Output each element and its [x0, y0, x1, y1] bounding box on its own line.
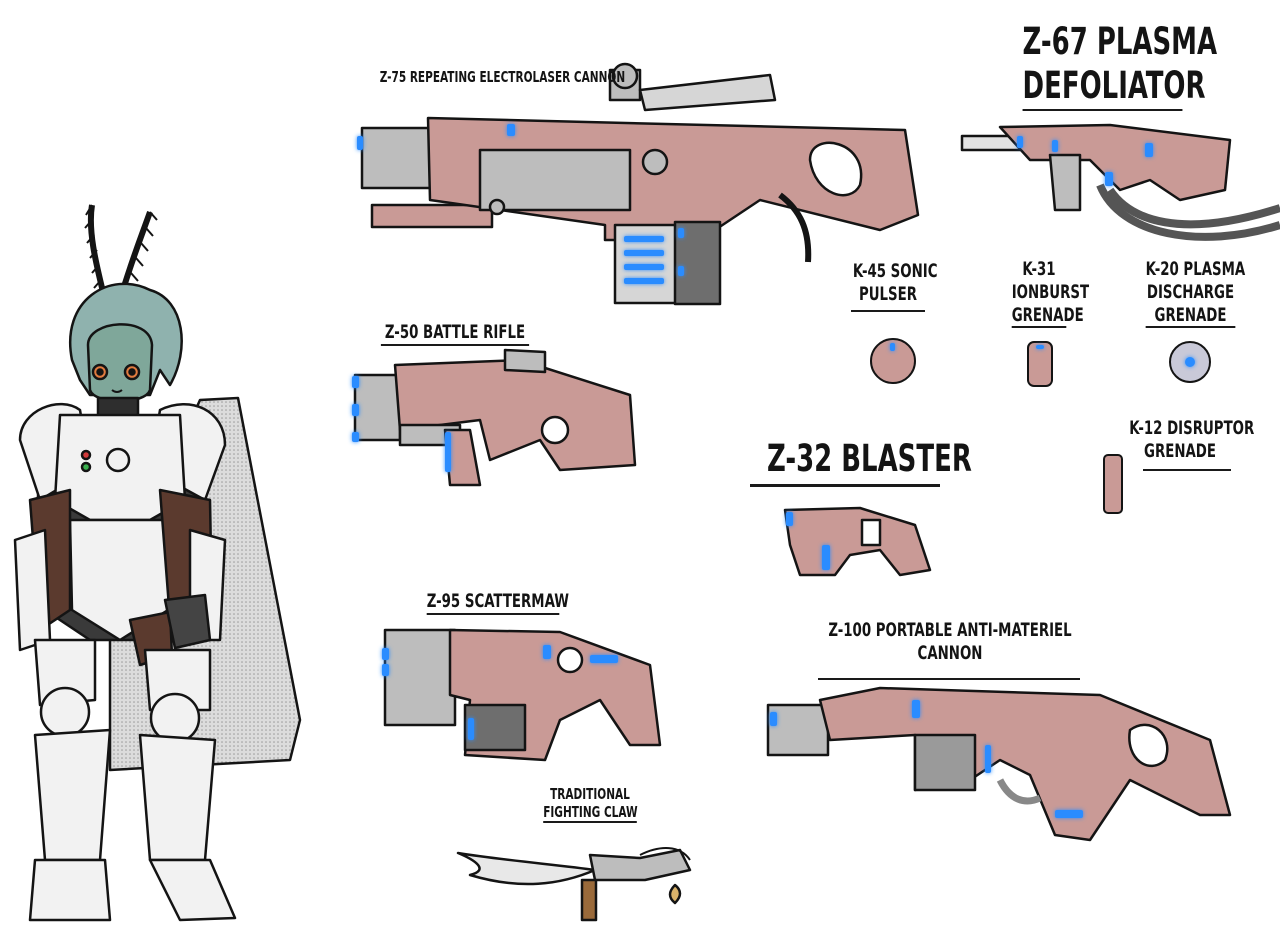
alien-soldier-figure [13, 204, 302, 922]
underline-k45 [851, 310, 925, 312]
label-z95-scattermaw: Z-95 SCATTERMAW [426, 590, 569, 615]
label-z75-cannon: Z-75 REPEATING ELECTROLASER CANNON [379, 68, 626, 86]
label-k12-disruptor-grenade: K-12 DISRUPTOR GRENADE [1129, 417, 1255, 462]
underline-z100 [818, 678, 1080, 680]
energy-glow-accents [352, 124, 1195, 818]
scatter-shotgun [383, 628, 662, 762]
label-z100-anti-materiel-cannon: Z-100 PORTABLE ANTI-MATERIEL CANNON [828, 619, 1072, 664]
label-k45-sonic-pulser: K-45 SONIC PULSER [852, 260, 938, 305]
label-k31-ionburst-grenade: K-31 IONBURST GRENADE [1011, 258, 1089, 329]
label-k20-plasma-discharge-grenade: K-20 PLASMA DISCHARGE GRENADE [1145, 258, 1245, 329]
blaster-pistol [783, 506, 932, 577]
plasma-rifle [960, 123, 1280, 241]
fighting-claw [456, 847, 692, 922]
underline-k12 [1143, 469, 1231, 471]
label-traditional-fighting-claw: TRADITIONAL FIGHTING CLAW [543, 785, 638, 823]
underline-z32 [750, 484, 940, 487]
label-z50-battle-rifle: Z-50 BATTLE RIFLE [380, 321, 530, 346]
battle-rifle [353, 348, 637, 487]
anti-materiel-cannon [766, 686, 1232, 842]
heavy-cannon [360, 62, 920, 306]
label-z67-plasma-defoliator: Z-67 PLASMA DEFOLIATOR [1022, 20, 1217, 111]
grenade-set [870, 338, 1211, 514]
label-z32-blaster: Z-32 BLASTER [767, 437, 972, 480]
